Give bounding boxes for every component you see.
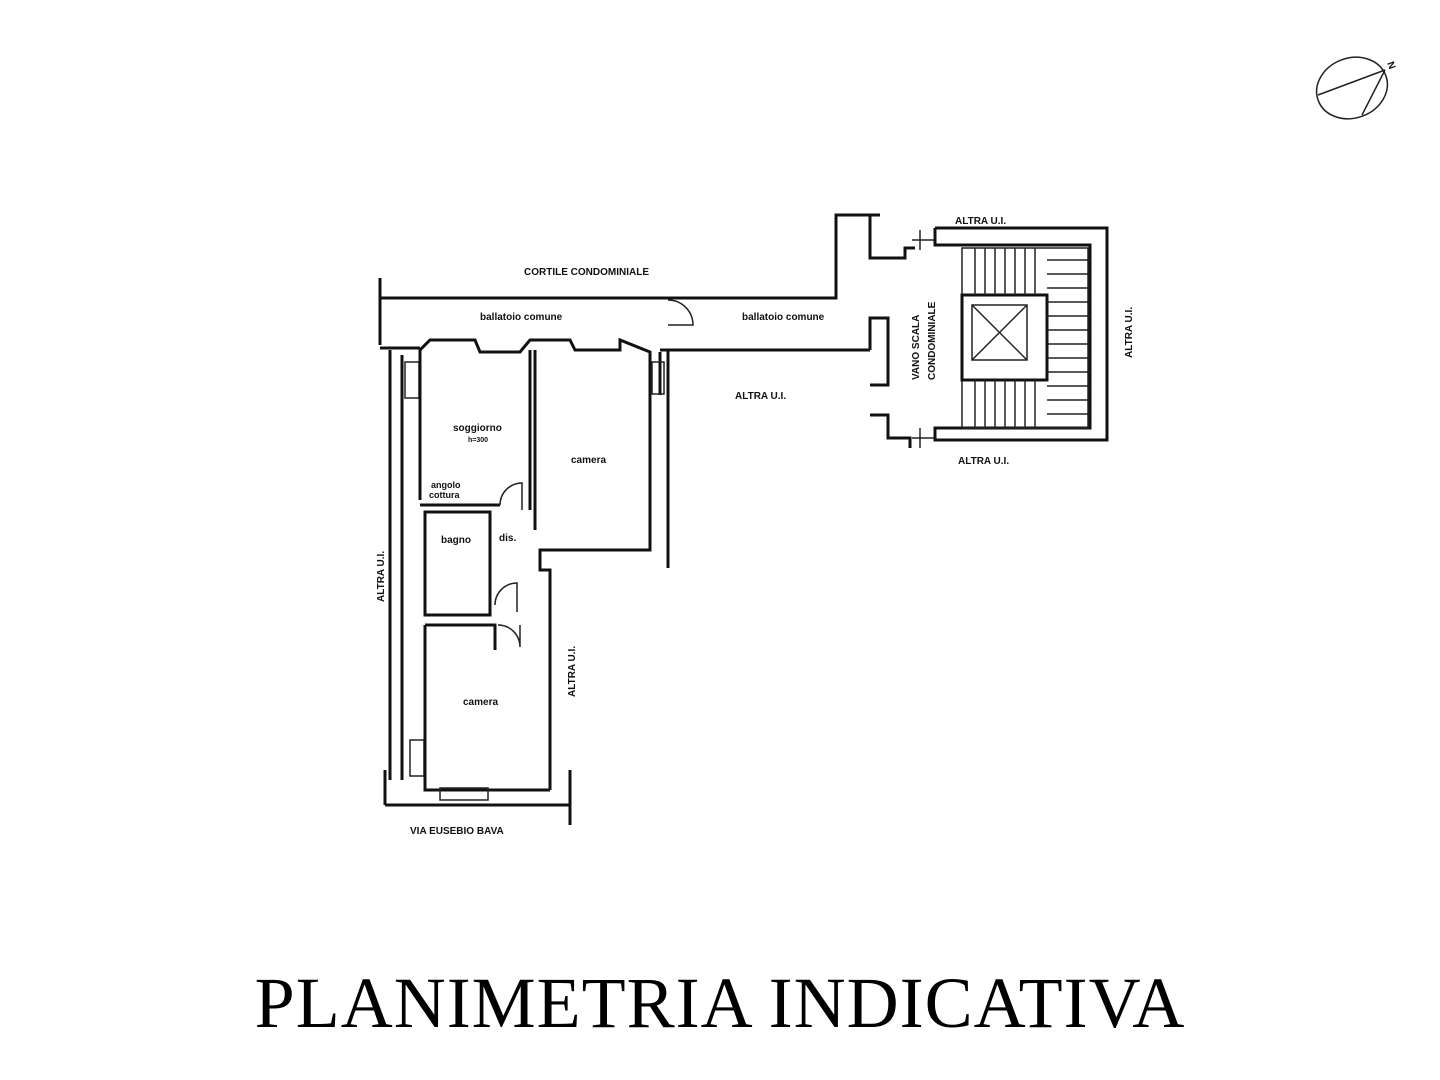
gallery-left-label: ballatoio comune	[480, 312, 563, 323]
street-label: VIA EUSEBIO BAVA	[410, 826, 504, 837]
bathroom-label: bagno	[441, 535, 471, 546]
page-title: PLANIMETRIA INDICATIVA	[254, 963, 1186, 1043]
other-unit-right-label: ALTRA U.I.	[567, 646, 578, 697]
kitchen-label-line1: angolo	[431, 480, 461, 490]
apartment-walls	[383, 337, 670, 825]
living-room-label: soggiorno	[453, 423, 502, 434]
hallway-label: dis.	[499, 533, 516, 544]
courtyard-label: CORTILE CONDOMINIALE	[524, 267, 649, 278]
gallery-walls	[378, 213, 880, 352]
other-unit-stair-right-label: ALTRA U.I.	[1124, 307, 1135, 358]
bedroom-top-label: camera	[571, 455, 606, 466]
bedroom-bottom-label: camera	[463, 697, 498, 708]
other-unit-stair-top-label: ALTRA U.I.	[955, 216, 1006, 227]
stairwell-label-line1: VANO SCALA	[911, 315, 922, 380]
other-unit-left-label: ALTRA U.I.	[376, 551, 387, 602]
gallery-right-label: ballatoio comune	[742, 312, 825, 323]
stairwell-label-line2: CONDOMINIALE	[927, 301, 938, 380]
living-room-height: h=300	[468, 437, 488, 444]
kitchen-label-line2: cottura	[429, 490, 460, 500]
other-unit-stair-bottom-label: ALTRA U.I.	[958, 456, 1009, 467]
compass-north-label: N	[1384, 60, 1397, 71]
other-unit-center-label: ALTRA U.I.	[735, 391, 786, 402]
north-compass-icon: N	[1315, 56, 1397, 120]
stairwell	[868, 215, 1109, 448]
